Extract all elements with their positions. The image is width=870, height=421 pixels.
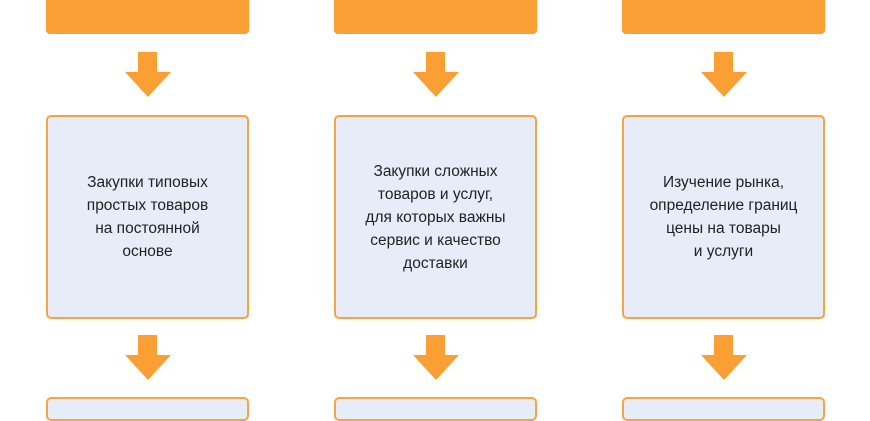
arrow-down-icon xyxy=(125,52,171,97)
description-text: Изучение рынка, определение границ цены … xyxy=(649,174,798,260)
header-box xyxy=(46,0,249,34)
result-box xyxy=(46,397,249,421)
description-box: Закупки сложных товаров и услуг, для кот… xyxy=(334,115,537,319)
result-box xyxy=(334,397,537,421)
arrow-down-icon xyxy=(413,52,459,97)
arrow-down-icon xyxy=(701,52,747,97)
arrow-down-icon xyxy=(701,335,747,380)
result-box xyxy=(622,397,825,421)
description-box: Изучение рынка, определение границ цены … xyxy=(622,115,825,319)
header-box xyxy=(334,0,537,34)
description-text: Закупки сложных товаров и услуг, для кот… xyxy=(365,162,506,272)
header-box xyxy=(622,0,825,34)
arrow-down-icon xyxy=(125,335,171,380)
column-3: Изучение рынка, определение границ цены … xyxy=(622,0,825,421)
column-2: Закупки сложных товаров и услуг, для кот… xyxy=(334,0,537,421)
description-box: Закупки типовых простых товаров на посто… xyxy=(46,115,249,319)
description-text: Закупки типовых простых товаров на посто… xyxy=(86,174,209,260)
arrow-down-icon xyxy=(413,335,459,380)
column-1: Закупки типовых простых товаров на посто… xyxy=(46,0,249,421)
